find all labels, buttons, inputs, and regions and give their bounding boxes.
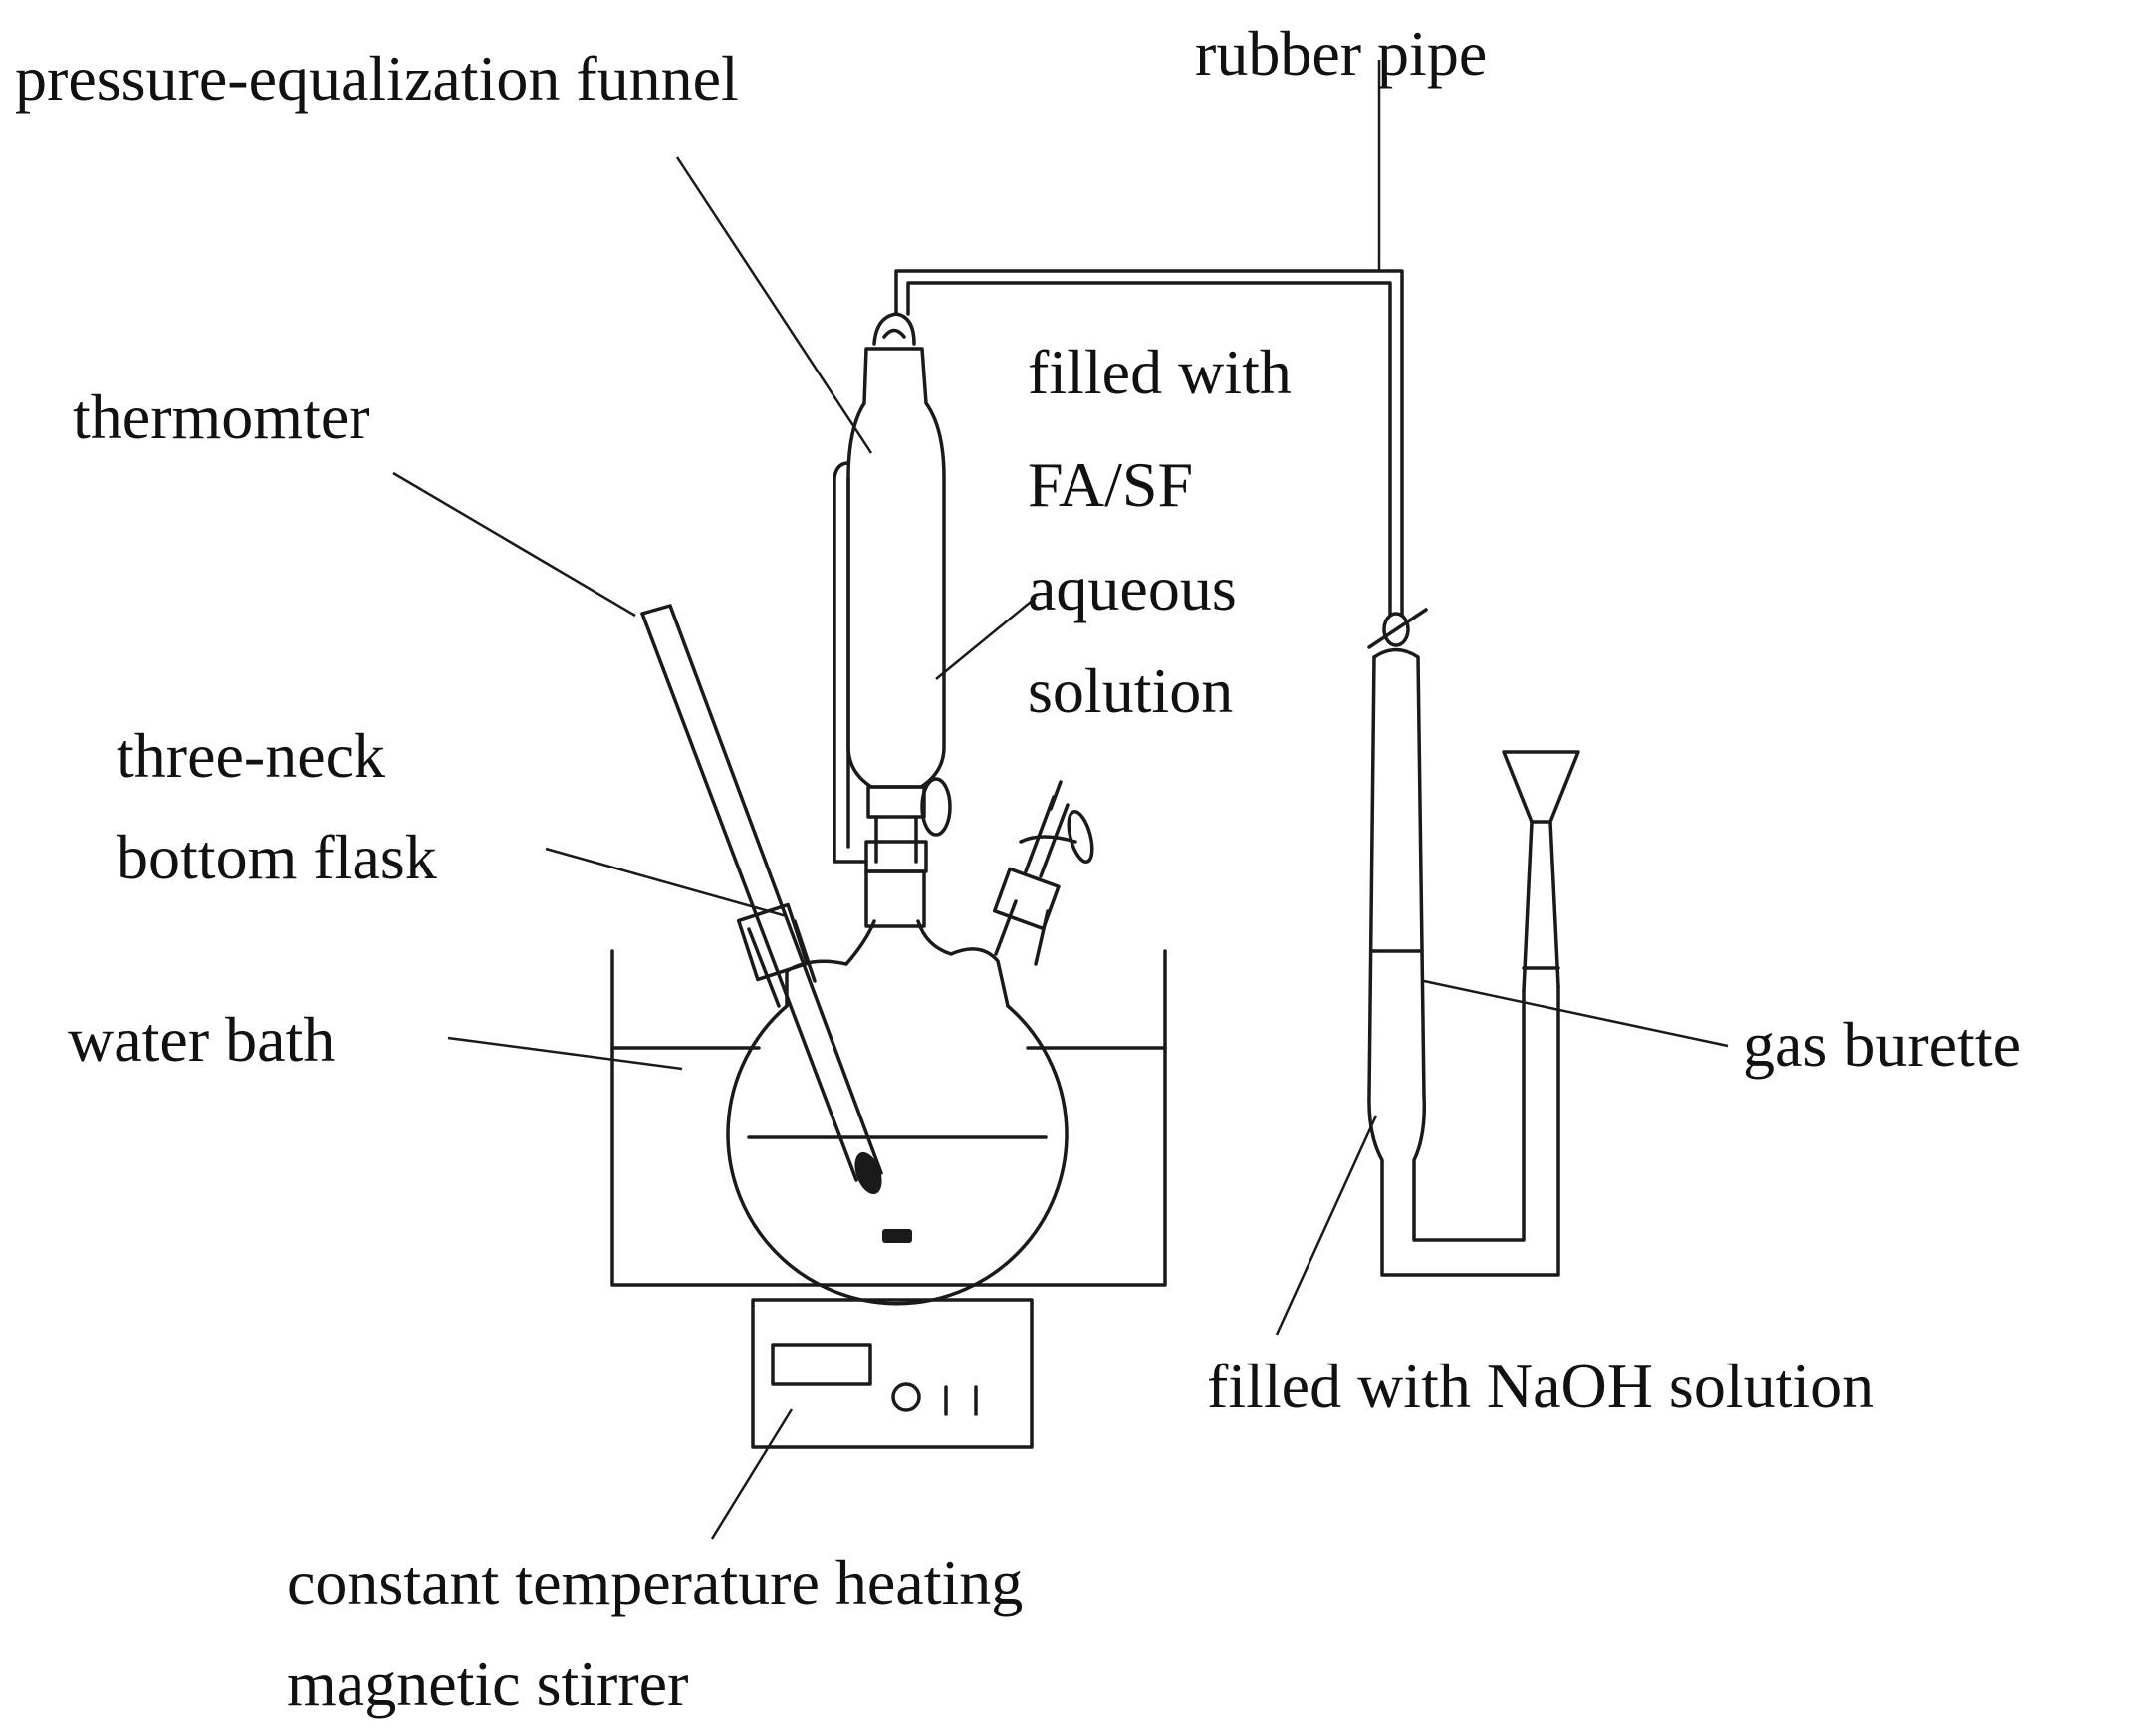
label-stirrer-1: constant temperature heating xyxy=(287,1547,1023,1617)
label-flask-2: bottom flask xyxy=(117,822,437,892)
stirrer-knob xyxy=(891,1382,921,1412)
thermometer xyxy=(640,604,883,1195)
label-filled-fa-4: solution xyxy=(1028,655,1233,726)
three-neck-flask xyxy=(726,867,1069,1306)
stirrer-display xyxy=(771,1343,872,1386)
label-filled-fa-2: FA/SF xyxy=(1028,449,1193,520)
magnetic-stirrer xyxy=(751,1298,1034,1449)
right-neck-stopcock xyxy=(1019,780,1094,878)
label-gas-burette: gas burette xyxy=(1743,1009,2021,1080)
label-naoh: filled with NaOH solution xyxy=(1207,1351,1874,1421)
leader-lines xyxy=(392,60,1729,1540)
label-funnel: pressure-equalization funnel xyxy=(15,43,739,114)
stir-bar xyxy=(882,1229,912,1243)
label-stirrer-2: magnetic stirrer xyxy=(287,1648,688,1719)
label-rubber-pipe: rubber pipe xyxy=(1195,18,1487,89)
rubber-pipe xyxy=(894,269,1404,618)
thermometer-bulb xyxy=(854,1151,882,1195)
gas-burette xyxy=(1367,608,1580,1277)
label-water-bath: water bath xyxy=(68,1004,335,1075)
label-filled-fa-1: filled with xyxy=(1028,337,1292,407)
label-flask-1: three-neck xyxy=(117,720,385,791)
label-thermometer: thermomter xyxy=(73,381,370,452)
label-filled-fa-3: aqueous xyxy=(1028,553,1237,623)
pressure-equalization-funnel xyxy=(833,312,952,873)
water-bath xyxy=(610,949,1167,1287)
